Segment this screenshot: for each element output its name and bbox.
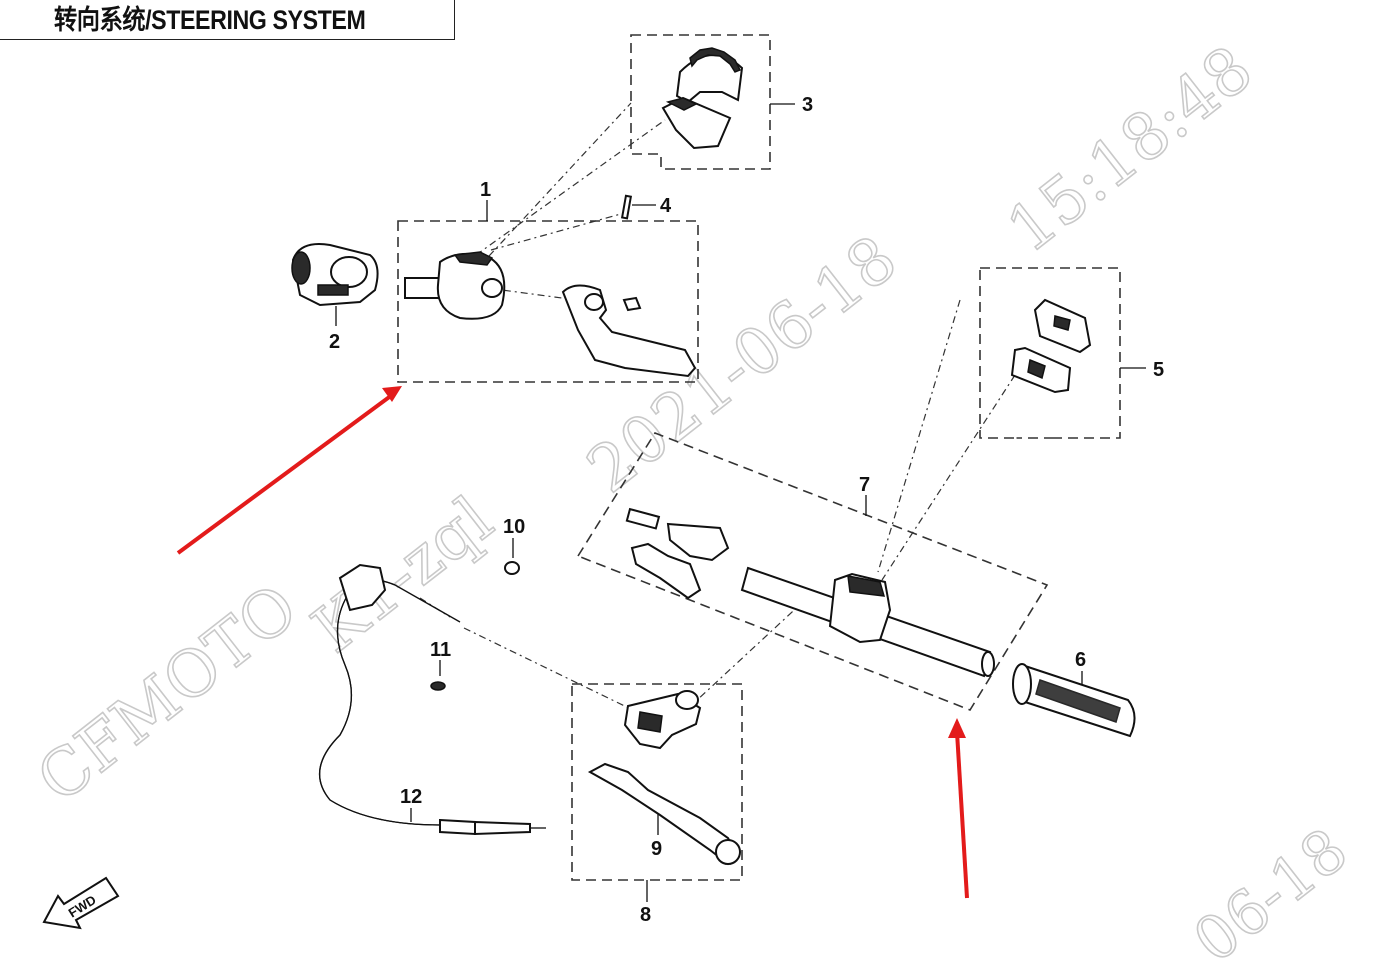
part-5-switch-covers	[1010, 298, 1092, 394]
title-box: 转向系统/STEERING SYSTEM	[0, 0, 455, 40]
part-12-clutch-cable	[318, 563, 546, 836]
watermark-brand: CFMOTO	[24, 571, 311, 818]
callout-12: 12	[400, 786, 422, 808]
callout-6: 6	[1075, 649, 1086, 671]
group-box-5	[979, 267, 1121, 439]
callout-numbers: 1 2 3 4 5 6 7 8 9 10 11 12	[329, 94, 1164, 926]
part-6-handle-grip	[1012, 663, 1136, 738]
group-box-7	[576, 432, 1049, 711]
part-2-switch-housing	[291, 243, 379, 307]
callout-7: 7	[859, 474, 870, 496]
red-annotation-arrow-2	[948, 718, 969, 899]
group-box-1	[397, 220, 699, 383]
callout-3: 3	[802, 94, 813, 116]
red-annotation-arrow-1	[176, 386, 402, 555]
callout-8: 8	[640, 904, 651, 926]
part-9-clutch-lever	[587, 762, 741, 866]
leader-lines	[335, 102, 1146, 902]
part-3-housing-cover	[661, 47, 744, 150]
watermark-user: K1-zql	[299, 483, 506, 668]
callout-4: 4	[660, 195, 672, 217]
part-11-clip	[430, 681, 446, 691]
callout-10: 10	[503, 516, 525, 538]
watermark-date-partial: 06-18	[1181, 815, 1360, 960]
watermark-time: 15:18:48	[994, 32, 1266, 267]
part-7-handlebar-assembly	[625, 507, 995, 678]
group-box-8	[571, 683, 743, 881]
part-4-screw	[620, 194, 633, 220]
page-title: 转向系统/STEERING SYSTEM	[54, 5, 366, 35]
fwd-direction-arrow: FWD	[42, 876, 120, 930]
callout-9: 9	[651, 838, 662, 860]
callout-1: 1	[480, 179, 491, 201]
part-10-nut	[504, 561, 520, 575]
callout-11: 11	[430, 639, 451, 661]
group-boxes	[397, 34, 1121, 881]
callout-5: 5	[1153, 359, 1164, 381]
part-1-throttle-assembly	[404, 251, 697, 378]
callout-2: 2	[329, 331, 340, 353]
part-8-lever-bracket	[623, 690, 702, 750]
